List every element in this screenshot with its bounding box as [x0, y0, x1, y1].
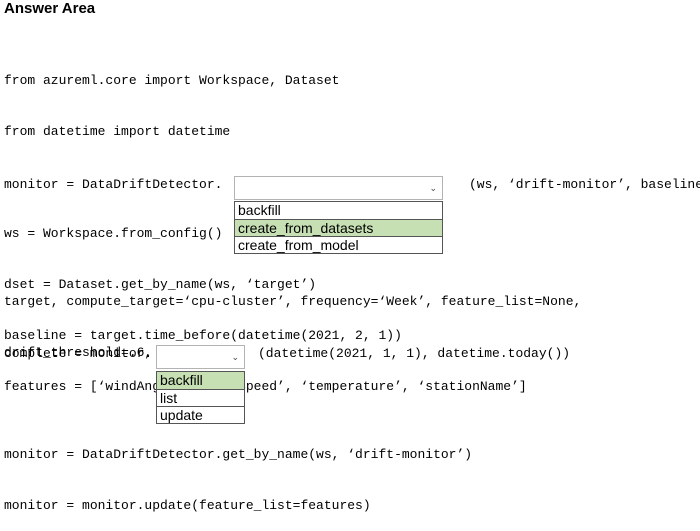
code-line: ws = Workspace.from_config() [4, 226, 223, 241]
code-line: monitor = DataDriftDetector.get_by_name(… [4, 447, 473, 462]
method-dropdown-1[interactable]: ⌄ [234, 176, 443, 200]
code-line: baseline = target.time_before(datetime(2… [4, 328, 402, 343]
code-block-top: from azureml.core import Workspace, Data… [4, 38, 527, 412]
method-dropdown-2[interactable]: ⌄ [156, 345, 245, 369]
code-line [4, 395, 581, 412]
code-line: from datetime import datetime [4, 124, 231, 139]
option-create-from-model[interactable]: create_from_model [235, 236, 442, 253]
option-list[interactable]: list [157, 389, 244, 406]
code-line: target, compute_target=‘cpu-cluster’, fr… [4, 294, 582, 309]
option-create-from-datasets[interactable]: create_from_datasets [235, 219, 442, 236]
monitor-line-suffix: (ws, ‘drift-monitor’, baseline, [469, 177, 700, 192]
option-backfill[interactable]: backfill [157, 372, 244, 389]
code-line: monitor = monitor.update(feature_list=fe… [4, 498, 371, 513]
code-line: dset = Dataset.get_by_name(ws, ‘target’) [4, 277, 317, 292]
chevron-down-icon: ⌄ [231, 353, 239, 363]
code-line: features = [‘windAngle’, ‘windSpeed’, ‘t… [4, 379, 527, 394]
answer-area-title: Answer Area [4, 0, 96, 17]
complete-line-prefix: complete = monitor. [4, 346, 153, 361]
code-block-middle: target, compute_target=‘cpu-cluster’, fr… [4, 259, 581, 531]
monitor-line-prefix: monitor = DataDriftDetector. [4, 177, 223, 192]
complete-line-suffix: (datetime(2021, 1, 1), datetime.today()) [258, 346, 571, 361]
code-line: from azureml.core import Workspace, Data… [4, 73, 340, 88]
dropdown-2-options: backfill list update [156, 371, 245, 424]
option-backfill[interactable]: backfill [238, 202, 281, 218]
chevron-down-icon: ⌄ [429, 184, 437, 194]
option-update[interactable]: update [157, 406, 244, 423]
dropdown-1-options: backfill create_from_datasets create_fro… [234, 201, 443, 254]
